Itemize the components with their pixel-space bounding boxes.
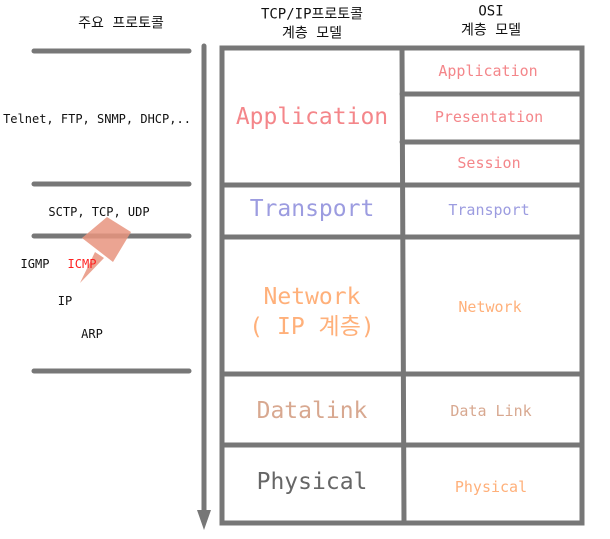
protocol-ip: IP [57, 293, 73, 308]
tcpip-application-layer: Application [235, 104, 389, 131]
osi-application-layer: Application [438, 62, 538, 80]
tcpip-network-layer-subtitle: ( IP 계층) [249, 314, 375, 341]
osi-presentation-layer: Presentation [434, 108, 544, 126]
header-osi-line2: 계층 모델 [461, 22, 521, 39]
tcpip-network-layer: Network [263, 284, 361, 311]
osi-datalink-layer: Data Link [450, 402, 532, 420]
header-osi-line1: OSI [478, 3, 504, 20]
osi-session-layer: Session [457, 154, 521, 172]
tcpip-transport-layer: Transport [249, 196, 375, 223]
header-tcpip-line1: TCP/IP프로토콜 [260, 6, 364, 23]
protocols-transport: SCTP, TCP, UDP [48, 204, 150, 219]
osi-physical-layer: Physical [454, 478, 528, 496]
protocol-icmp: ICMP [67, 256, 97, 271]
header-tcpip-line2: 계층 모델 [282, 25, 342, 42]
tcpip-physical-layer: Physical [256, 469, 368, 496]
protocols-application: Telnet, FTP, SNMP, DHCP,.. [3, 111, 191, 126]
tcpip-datalink-layer: Datalink [256, 398, 368, 425]
column-divider [399, 45, 407, 526]
protocol-arp: ARP [81, 326, 103, 341]
osi-transport-layer: Transport [448, 201, 530, 219]
pushpin-icon [80, 217, 131, 283]
osi-network-layer: Network [458, 298, 522, 316]
header-protocols: 주요 프로토콜 [78, 15, 164, 32]
protocol-igmp: IGMP [20, 256, 50, 271]
arrow-down-icon [197, 510, 211, 530]
